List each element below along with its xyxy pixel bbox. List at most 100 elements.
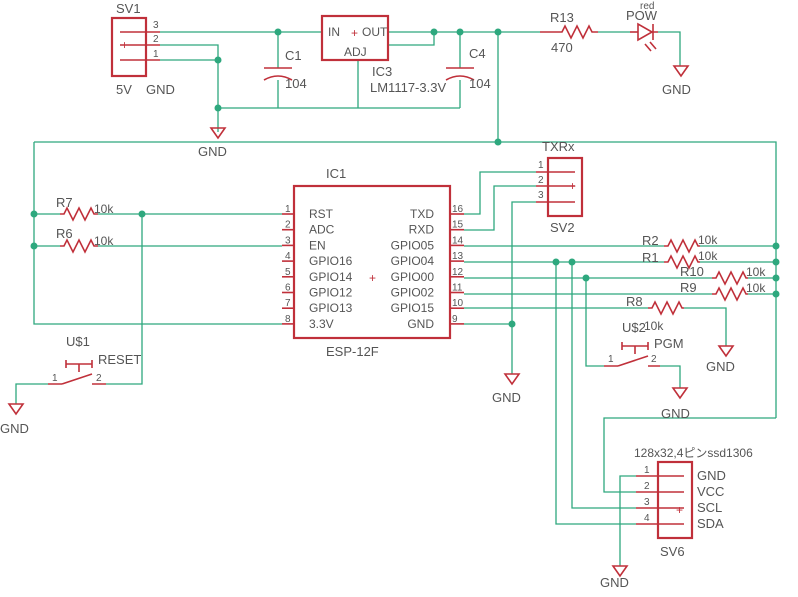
r1-value: 10k bbox=[698, 249, 718, 263]
junctions bbox=[30, 28, 780, 328]
us1-pin1: 1 bbox=[52, 373, 58, 384]
us2-pin2: 2 bbox=[651, 354, 657, 365]
ic1-pin-number: 14 bbox=[452, 235, 464, 246]
capacitor-c4: C4 104 bbox=[445, 46, 491, 91]
ic1-pin-number: 9 bbox=[452, 314, 458, 325]
r1-name: R1 bbox=[642, 250, 659, 265]
ic1-pin-number: 1 bbox=[285, 204, 291, 215]
reset-button: 1 2 U$1 RESET bbox=[48, 334, 141, 385]
sv6-pin-label: GND bbox=[697, 468, 726, 483]
sv6-pin-number: 3 bbox=[644, 497, 650, 508]
ic1-name: IC1 bbox=[326, 166, 346, 181]
pgm-button: 1 2 U$2 PGM bbox=[604, 320, 684, 367]
ic3-in-label: IN bbox=[328, 25, 340, 39]
sv2-pin1: 1 bbox=[538, 160, 544, 171]
led-color: red bbox=[640, 1, 654, 12]
ic1-pin-number: 8 bbox=[285, 314, 291, 325]
c1-value: 104 bbox=[285, 76, 307, 91]
sv6-pin-number: 4 bbox=[644, 513, 650, 524]
r6-name: R6 bbox=[56, 226, 73, 241]
resistor-r7: R7 10k bbox=[56, 195, 114, 222]
ic1-right-pins: 16TXD15RXD14GPIO0513GPIO0412GPIO0011GPIO… bbox=[391, 204, 464, 331]
us1-name: U$1 bbox=[66, 334, 90, 349]
gnd-label: GND bbox=[600, 575, 629, 590]
resistor-r13: R13 470 bbox=[540, 10, 598, 55]
c4-name: C4 bbox=[469, 46, 486, 61]
regulator-ic3: + IN OUT ADJ IC3 LM1117-3.3V bbox=[320, 14, 446, 95]
r2-name: R2 bbox=[642, 233, 659, 248]
sv6-name: SV6 bbox=[660, 544, 685, 559]
ic3-out-label: OUT bbox=[362, 25, 388, 39]
resistor-r1: R1 10k bbox=[642, 249, 718, 270]
r9-value: 10k bbox=[746, 281, 766, 295]
ic1-pin-label: GPIO16 bbox=[309, 254, 353, 268]
ic1-pin-number: 6 bbox=[285, 283, 291, 294]
ic1-pin-label: TXD bbox=[410, 207, 434, 221]
sv6-pin-number: 1 bbox=[644, 465, 650, 476]
ic1-pin-label: GPIO00 bbox=[391, 270, 435, 284]
ic1-pin-label: GPIO13 bbox=[309, 301, 353, 315]
capacitor-c1: C1 104 bbox=[263, 48, 307, 91]
resistor-r8: R8 10k bbox=[626, 294, 684, 333]
r13-name: R13 bbox=[550, 10, 574, 25]
ic1-pin-label: RST bbox=[309, 207, 334, 221]
sv2-value: TXRx bbox=[542, 139, 575, 154]
r8-name: R8 bbox=[626, 294, 643, 309]
ic1-pin-number: 4 bbox=[285, 251, 291, 262]
svg-text:+: + bbox=[569, 179, 576, 193]
r2-value: 10k bbox=[698, 233, 718, 247]
sv6-pin-number: 2 bbox=[644, 481, 650, 492]
sv1-pin3: 3 bbox=[153, 20, 159, 31]
gnd-label: GND bbox=[198, 144, 227, 159]
ic3-value: LM1117-3.3V bbox=[370, 80, 446, 95]
us2-value: PGM bbox=[654, 336, 684, 351]
sv1-gnd-label: GND bbox=[146, 82, 175, 97]
ic1-pin-number: 5 bbox=[285, 267, 291, 278]
r10-value: 10k bbox=[746, 265, 766, 279]
ic1-pin-label: ADC bbox=[309, 223, 335, 237]
sv6-pin-label: SDA bbox=[697, 516, 724, 531]
resistor-r9: R9 10k bbox=[680, 280, 766, 302]
ic1-pin-label: GPIO02 bbox=[391, 286, 435, 300]
sv1-connector: + 3 2 1 SV1 5V GND bbox=[110, 1, 175, 97]
ic1-pin-label: GPIO12 bbox=[309, 286, 353, 300]
ic1-pin-label: GND bbox=[407, 317, 434, 331]
sv6-pin-label: SCL bbox=[697, 500, 722, 515]
ic1-value: ESP-12F bbox=[326, 344, 379, 359]
gnd-label: GND bbox=[661, 406, 690, 421]
svg-text:+: + bbox=[369, 271, 376, 285]
ic1-pin-number: 2 bbox=[285, 220, 291, 231]
esp-12f-module: + IC1 ESP-12F 1 RST 2 ADC 3 EN 4 GPIO16 5 GPIO14 6… bbox=[282, 166, 464, 359]
sv1-pin1: 1 bbox=[153, 49, 159, 60]
sv2-pin2: 2 bbox=[538, 175, 544, 186]
ic1-pin-label: GPIO04 bbox=[391, 254, 435, 268]
svg-text:+: + bbox=[121, 38, 128, 52]
resistor-r2: R2 10k bbox=[642, 233, 718, 254]
gnd-label: GND bbox=[706, 359, 735, 374]
ic1-pin-label: GPIO14 bbox=[309, 270, 353, 284]
ic1-pin-number: 11 bbox=[452, 283, 463, 294]
sv6-pin-label: VCC bbox=[697, 484, 724, 499]
ic1-pin-number: 15 bbox=[452, 220, 464, 231]
r8-value: 10k bbox=[644, 319, 664, 333]
r6-value: 10k bbox=[94, 234, 114, 248]
resistor-r6: R6 10k bbox=[56, 226, 114, 254]
us2-pin1: 1 bbox=[608, 354, 614, 365]
svg-text:+: + bbox=[676, 503, 683, 517]
ic1-pin-label: 3.3V bbox=[309, 317, 334, 331]
c1-name: C1 bbox=[285, 48, 302, 63]
ic3-name: IC3 bbox=[372, 64, 392, 79]
r10-name: R10 bbox=[680, 264, 704, 279]
sv1-pin2: 2 bbox=[153, 34, 159, 45]
ic1-pin-number: 3 bbox=[285, 235, 291, 246]
ic1-pin-number: 16 bbox=[452, 204, 464, 215]
ic1-pin-label: EN bbox=[309, 238, 326, 252]
ic1-pin-label: GPIO15 bbox=[391, 301, 435, 315]
us2-name: U$2 bbox=[622, 320, 646, 335]
ic1-pin-number: 13 bbox=[452, 251, 464, 262]
led-name: POW bbox=[626, 8, 658, 23]
txrx-connector: + 1 2 3 TXRx SV2 bbox=[536, 139, 584, 235]
